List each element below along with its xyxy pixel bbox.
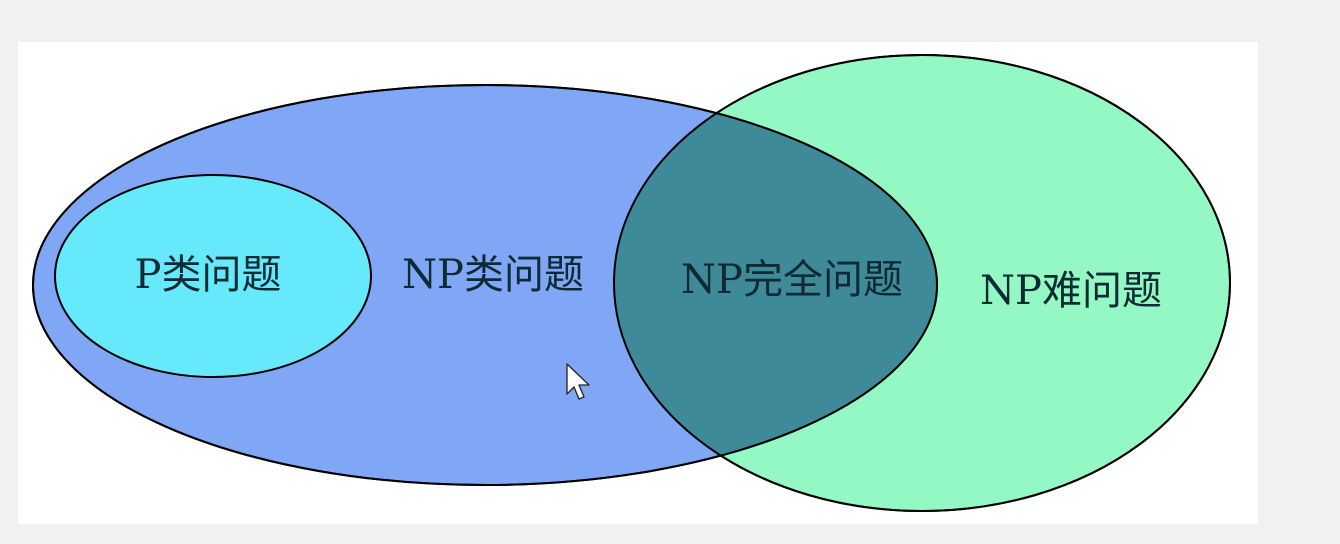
np-complete-label: NP完全问题	[681, 257, 903, 303]
np-outline	[32, 84, 938, 486]
p-label: P类问题	[135, 252, 282, 298]
arrow-cursor-icon	[566, 363, 590, 400]
p-region	[54, 174, 372, 378]
np-label: NP类问题	[402, 252, 584, 298]
np-hard-label: NP难问题	[980, 268, 1162, 314]
np-hard-outline	[613, 54, 1231, 512]
np-complete-region	[614, 85, 937, 485]
